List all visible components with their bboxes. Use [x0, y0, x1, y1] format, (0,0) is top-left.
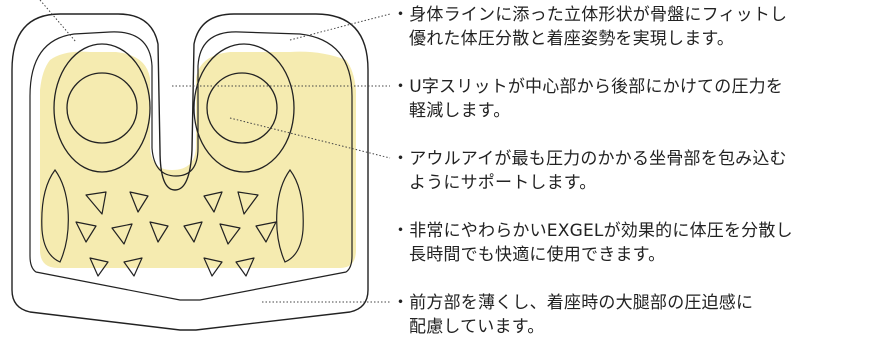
- feature-4-line-1: ・非常にやわらかいEXGELが効果的に体圧を分散し: [392, 221, 793, 241]
- leader-lines: [39, 0, 391, 303]
- feature-2-line-2: 軽減します。: [409, 101, 511, 121]
- feather: [149, 221, 169, 243]
- feather: [203, 191, 223, 213]
- leader-line-1b: [39, 0, 77, 43]
- feature-description-5: ・前方部を薄くし、着座時の大腿部の圧迫感に 配慮しています。: [392, 291, 877, 339]
- feather: [237, 191, 259, 215]
- owl-feathers: [75, 191, 277, 277]
- owl-wing-right: [276, 168, 304, 263]
- feature-2-line-1: ・U字スリットが中心部から後部にかけての圧力を: [392, 77, 784, 97]
- feather: [111, 223, 133, 245]
- feature-1-line-2: 優れた体圧分散と着座姿勢を実現します。: [409, 29, 735, 49]
- feature-description-4: ・非常にやわらかいEXGELが効果的に体圧を分散し 長時間でも快適に使用できます…: [392, 219, 877, 267]
- feature-5-line-2: 配慮しています。: [409, 317, 545, 337]
- feature-description-1: ・身体ラインに添った立体形状が骨盤にフィットし 優れた体圧分散と着座姿勢を実現し…: [392, 3, 877, 51]
- feature-description-3: ・アウルアイが最も圧力のかかる坐骨部を包み込む ようにサポートします。: [392, 147, 877, 195]
- owl-eye-left-inner: [66, 72, 138, 144]
- feature-description-2: ・U字スリットが中心部から後部にかけての圧力を 軽減します。: [392, 75, 877, 123]
- feather: [129, 191, 149, 213]
- feature-3-line-2: ようにサポートします。: [409, 173, 597, 193]
- feature-5-line-1: ・前方部を薄くし、着座時の大腿部の圧迫感に: [392, 293, 754, 313]
- leader-line-3: [229, 117, 391, 159]
- owl-eye-right-outer: [193, 43, 295, 173]
- owl-wing-left: [41, 168, 69, 263]
- feather: [75, 221, 97, 243]
- feature-1-line-1: ・身体ラインに添った立体形状が骨盤にフィットし: [392, 5, 788, 25]
- feather: [183, 221, 203, 243]
- feature-3-line-1: ・アウルアイが最も圧力のかかる坐骨部を包み込む: [392, 149, 787, 169]
- feather: [203, 257, 223, 277]
- feature-4-line-2: 長時間でも快適に使用できます。: [409, 245, 666, 265]
- owl-eye-left-outer: [53, 43, 151, 173]
- owl-eye-right-inner: [206, 72, 278, 144]
- feather: [219, 223, 241, 245]
- feather: [255, 221, 277, 243]
- feather: [235, 257, 255, 277]
- cushion-inner-rim: [29, 31, 353, 301]
- feather: [85, 191, 107, 215]
- feather: [123, 257, 143, 277]
- feather: [89, 257, 109, 277]
